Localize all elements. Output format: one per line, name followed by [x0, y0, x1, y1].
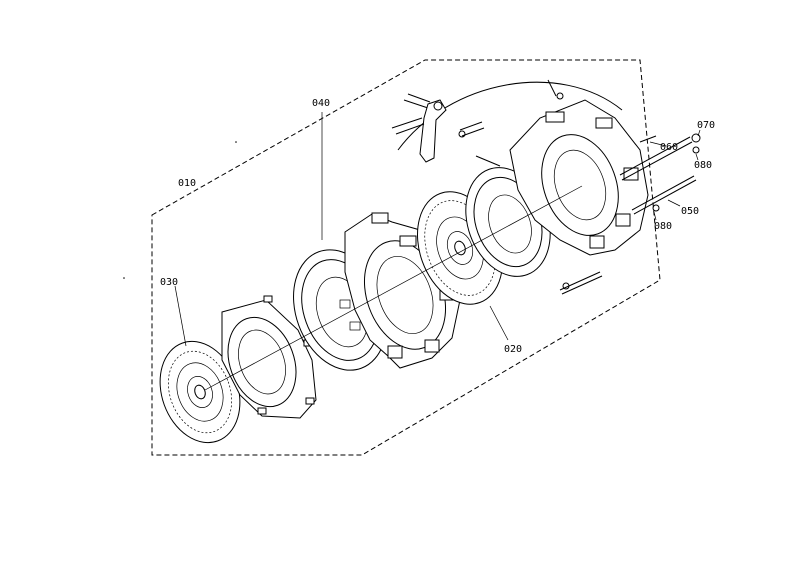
release-lever-linkage: [391, 79, 623, 167]
label-030: 030: [160, 277, 178, 288]
stray-mark: [123, 277, 125, 279]
label-060: 060: [660, 142, 678, 153]
label-050: 050: [681, 206, 699, 217]
cover-ring: [221, 295, 317, 419]
stray-mark: [235, 141, 237, 143]
label-070: 070: [697, 120, 715, 131]
fastener-bolts: [559, 133, 701, 295]
assembly-boundary: [151, 59, 661, 456]
label-010: 010: [178, 178, 196, 189]
label-080-lower: 080: [654, 221, 672, 232]
leader-lines: [174, 112, 701, 347]
center-axis: [204, 185, 583, 391]
label-020: 020: [504, 344, 522, 355]
label-040: 040: [312, 98, 330, 109]
label-080-upper: 080: [694, 160, 712, 171]
part-030-clutch-disc: [159, 340, 241, 444]
